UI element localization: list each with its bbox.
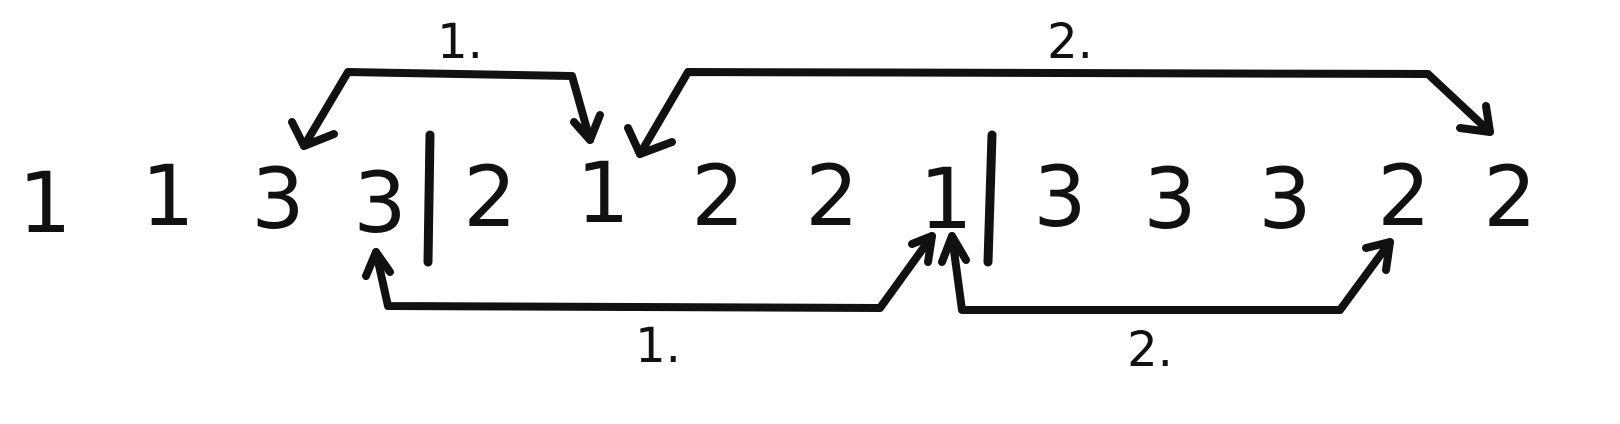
digit-11: 3: [1143, 150, 1196, 248]
bottom-step-label-2: 2.: [1127, 322, 1173, 378]
divider-right: [983, 130, 997, 267]
bottom-step-label-1: 1.: [635, 318, 681, 374]
digit-10: 3: [1033, 148, 1086, 246]
digit-14: 2: [1483, 148, 1536, 246]
digit-7: 2: [691, 147, 744, 245]
digit-5: 2: [463, 148, 516, 246]
digit-8: 2: [805, 147, 858, 245]
bottom-arrow-2: [938, 232, 1394, 314]
bottom-arrow-1: [362, 232, 936, 312]
top-arrow-2: [624, 68, 1494, 158]
digit-12: 3: [1258, 150, 1311, 248]
divider-left: [423, 130, 435, 267]
digit-9: 1: [919, 150, 972, 248]
digit-13: 2: [1377, 147, 1430, 245]
digit-sequence: 1 1 3 3 2 1 2 2 1 3 3 3 2 2: [18, 144, 1536, 252]
digit-4: 3: [353, 154, 406, 252]
digit-2: 1: [141, 147, 194, 245]
top-step-label-2: 2.: [1047, 14, 1093, 70]
top-arrow-1: [288, 68, 604, 150]
digit-6: 1: [576, 144, 629, 242]
digit-3: 3: [251, 150, 304, 248]
digit-1: 1: [18, 154, 71, 252]
top-step-label-1: 1.: [437, 14, 483, 70]
